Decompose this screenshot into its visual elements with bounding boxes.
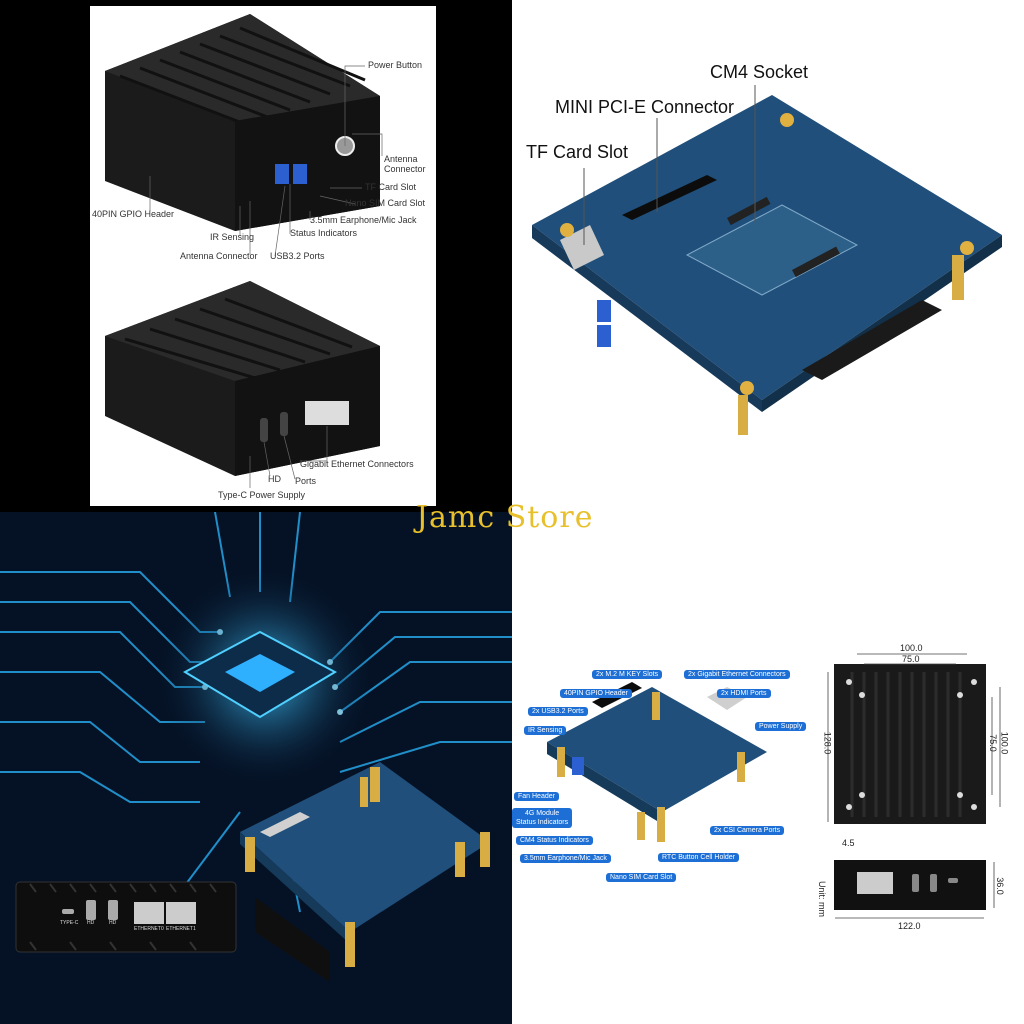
- port-label-hd-1: HD: [87, 920, 95, 926]
- dim-inner-width: 75.0: [902, 654, 920, 664]
- label-antenna-connector-2: Antenna Connector: [180, 251, 258, 261]
- dim-offset: 4.5: [842, 838, 855, 848]
- callout-power-supply: Power Supply: [755, 722, 807, 731]
- callout-nano-sim: Nano SIM Card Slot: [606, 873, 677, 882]
- label-gpio-header: 40PIN GPIO Header: [92, 209, 175, 219]
- label-power-button: Power Button: [368, 60, 423, 70]
- label-usb32-ports: USB3.2 Ports: [270, 251, 325, 261]
- label-antenna-connector-1: Antenna Connector: [384, 154, 426, 174]
- callout-cm4-status: CM4 Status Indicators: [516, 836, 593, 845]
- top-view-case: [834, 664, 986, 824]
- label-earphone-jack: 3.5mm Earphone/Mic Jack: [310, 215, 417, 225]
- circuit-background: [0, 512, 512, 1024]
- carrier-board-illustration: [532, 85, 1002, 435]
- enclosure-card: Power Button Antenna Connector TF Card S…: [90, 6, 436, 506]
- dim-right-outer: 100.0: [999, 731, 1010, 755]
- callouts-dimensions-panel: 2x M.2 M KEY Slots 2x Gigabit Ethernet C…: [512, 512, 1024, 1024]
- ethernet-ports: [305, 401, 349, 425]
- dim-unit: Unit: mm: [817, 881, 827, 917]
- label-typec-power: Type-C Power Supply: [218, 490, 306, 500]
- front-panel-illustration: [15, 881, 237, 953]
- dim-front-width: 122.0: [898, 921, 921, 931]
- label-gigabit-ethernet: Gigabit Ethernet Connectors: [300, 459, 414, 469]
- dim-top-width: 100.0: [900, 643, 923, 653]
- circuit-board-panel: TYPE-C HD HD ETHERNET0 ETHERNET1: [0, 512, 512, 1024]
- board-callout-panel: CM4 Socket MINI PCI-E Connector TF Card …: [512, 0, 1024, 512]
- port-label-ethernet0: ETHERNET0: [134, 926, 164, 932]
- label-nano-sim: Nano SIM Card Slot: [345, 198, 426, 208]
- label-hd: HD: [268, 474, 281, 484]
- label-mini-pcie: MINI PCI-E Connector: [555, 97, 735, 117]
- dim-height: 128.0: [822, 731, 833, 755]
- callout-fan-header: Fan Header: [514, 792, 559, 801]
- label-status-indicators: Status Indicators: [290, 228, 358, 238]
- port-label-typec: TYPE-C: [60, 920, 79, 926]
- usb-port: [275, 164, 289, 184]
- callout-earphone: 3.5mm Earphone/Mic Jack: [520, 854, 611, 863]
- port-label-ethernet1: ETHERNET1: [166, 926, 196, 932]
- dim-right-inner: 75.0: [987, 734, 998, 752]
- callout-rtc: RTC Button Cell Holder: [658, 853, 740, 862]
- board-and-dimension-illustration: [547, 653, 1001, 919]
- enclosure-illustration: [105, 14, 383, 488]
- label-tf-card-slot: TF Card Slot: [365, 182, 417, 192]
- enclosure-photo-panel: Power Button Antenna Connector TF Card S…: [0, 0, 512, 512]
- callout-gpio: 40PIN GPIO Header: [560, 689, 632, 698]
- store-watermark: Jamc Store: [416, 500, 594, 535]
- callout-gigabit: 2x Gigabit Ethernet Connectors: [684, 670, 790, 679]
- callout-m2-slots: 2x M.2 M KEY Slots: [592, 670, 663, 679]
- port-label-hd-2: HD: [109, 920, 117, 926]
- callout-ir-sensing: IR Sensing: [524, 726, 567, 735]
- callout-hdmi: 2x HDMI Ports: [717, 689, 771, 698]
- dim-front-height: 36.0: [994, 877, 1005, 895]
- front-view-case: [834, 860, 986, 910]
- label-ir-sensing: IR Sensing: [210, 232, 255, 242]
- callout-csi: 2x CSI Camera Ports: [710, 826, 785, 835]
- label-tf-card-slot-large: TF Card Slot: [526, 142, 629, 162]
- callout-usb32: 2x USB3.2 Ports: [528, 707, 588, 716]
- label-ports: Ports: [295, 476, 317, 486]
- label-cm4-socket: CM4 Socket: [710, 62, 809, 82]
